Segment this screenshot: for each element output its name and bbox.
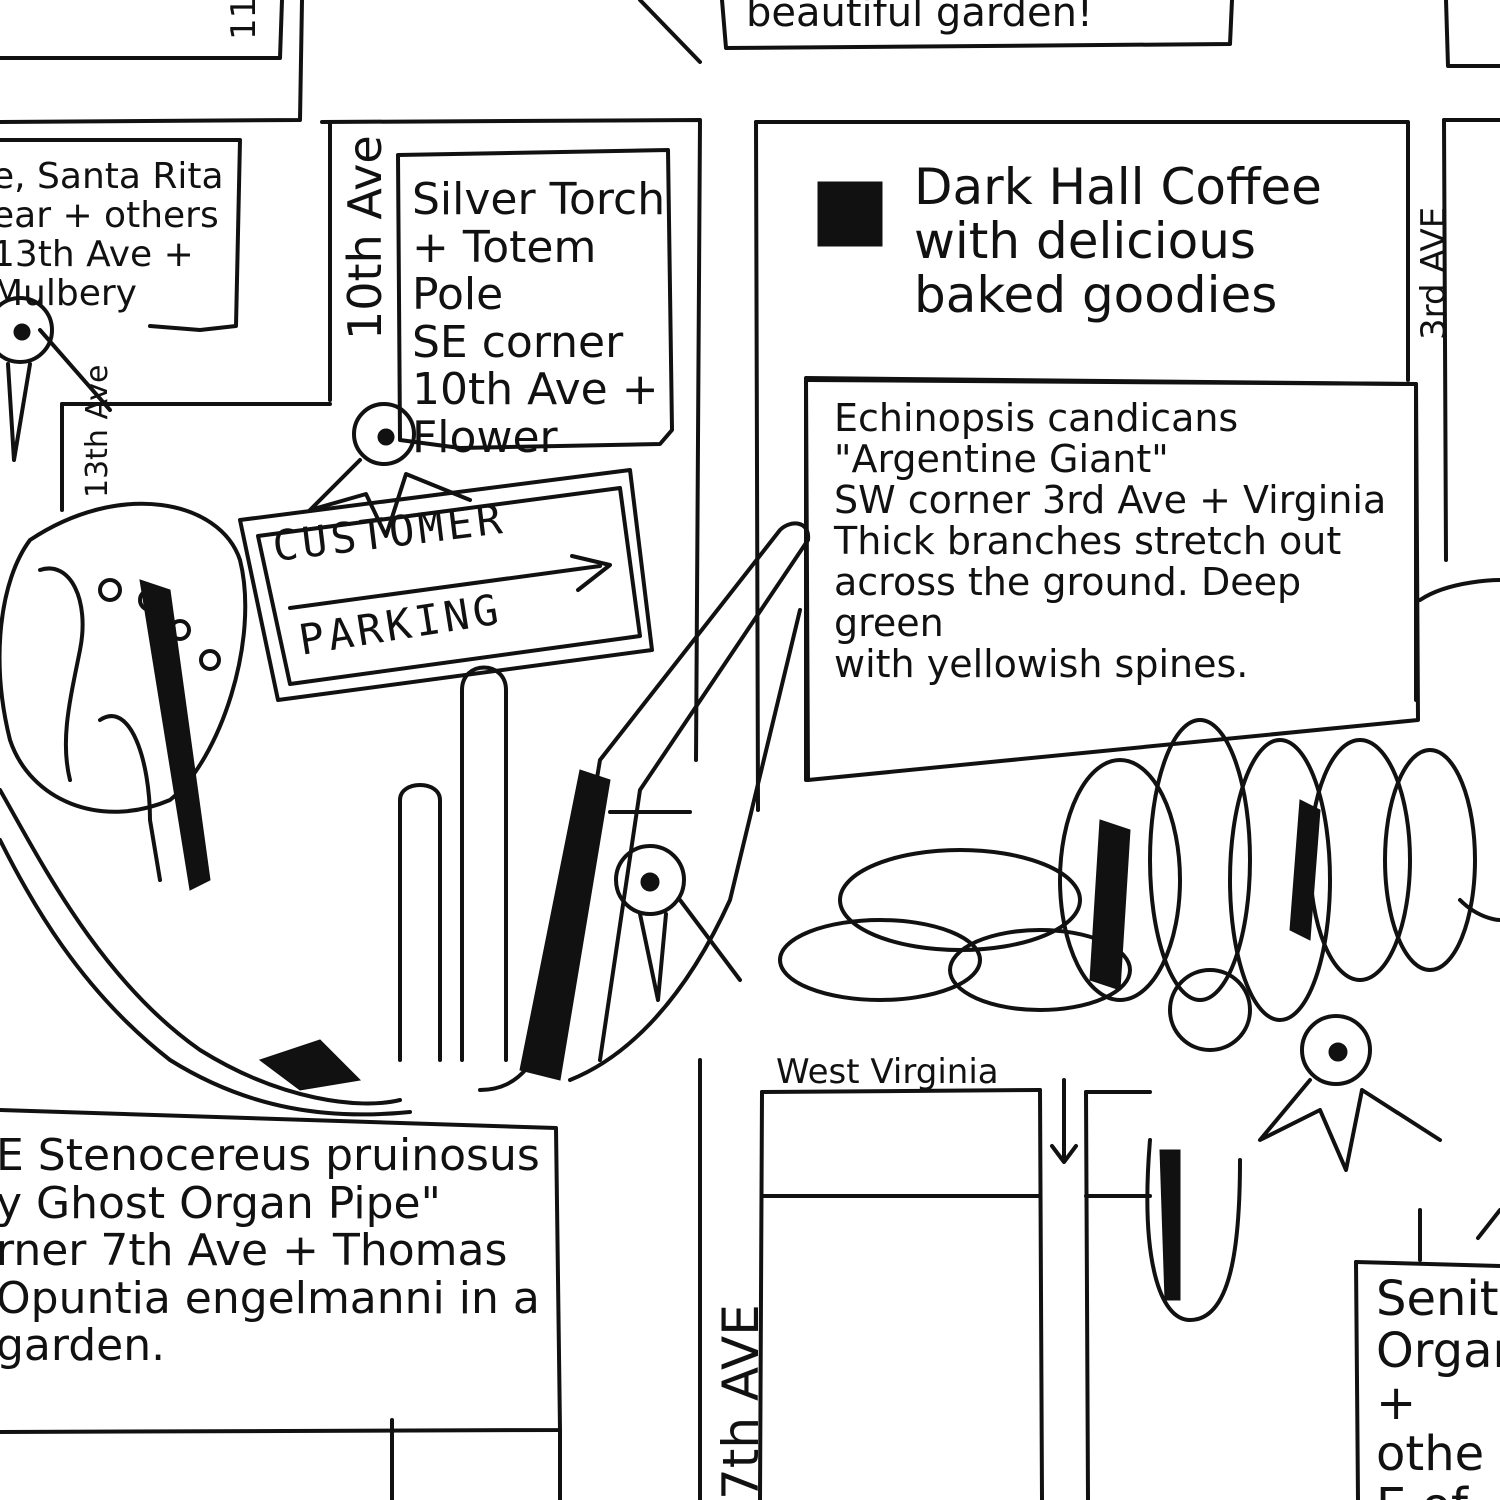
santa-rita-note: e, Santa Rita ear + others 13th Ave + Mu… — [0, 156, 224, 314]
arrow-up-icon — [1476, 1208, 1500, 1240]
bird-icon — [308, 402, 472, 538]
echinopsis-note: Echinopsis candicans "Argentine Giant" S… — [834, 396, 1387, 687]
customer-parking-sign — [238, 468, 654, 702]
coffee-square-icon — [817, 181, 883, 247]
silver-torch-note: Silver Torch + Totem Pole SE corner 10th… — [412, 174, 666, 463]
arrow-down-icon — [1050, 1078, 1078, 1164]
street-3rd-ave: 3rd AVE — [1414, 206, 1454, 340]
potted-cactus-icon — [0, 501, 248, 891]
bird-icon — [614, 844, 742, 1002]
organ-pipe-cactus-icon — [398, 521, 811, 1092]
bird-icon — [0, 296, 112, 462]
dark-hall-coffee-note: Dark Hall Coffee with delicious baked go… — [914, 158, 1322, 324]
street-13th-ave: 13th Ave — [80, 364, 115, 498]
senita-note: Senita Organ + othe E of — [1376, 1274, 1500, 1500]
top-note-center: beautiful garden! — [746, 0, 1093, 36]
arrow-right-icon — [570, 554, 612, 592]
street-7th-ave: 7th AVE — [712, 1304, 770, 1500]
stenocereus-note: E Stenocereus pruinosus y Ghost Organ Pi… — [0, 1130, 540, 1372]
silver-torch-box — [396, 148, 674, 450]
west-virginia-label: West Virginia — [776, 1052, 999, 1092]
bird-icon — [1258, 1014, 1442, 1172]
senita-box — [1354, 1260, 1500, 1268]
top-street-fragment: 11+ — [224, 0, 264, 40]
santa-rita-box — [0, 138, 242, 332]
echinopsis-box — [804, 376, 1420, 782]
argentine-giant-cactus-icon — [778, 718, 1477, 1322]
stenocereus-box — [0, 1108, 562, 1434]
street-10th-ave: 10th Ave — [338, 135, 392, 340]
